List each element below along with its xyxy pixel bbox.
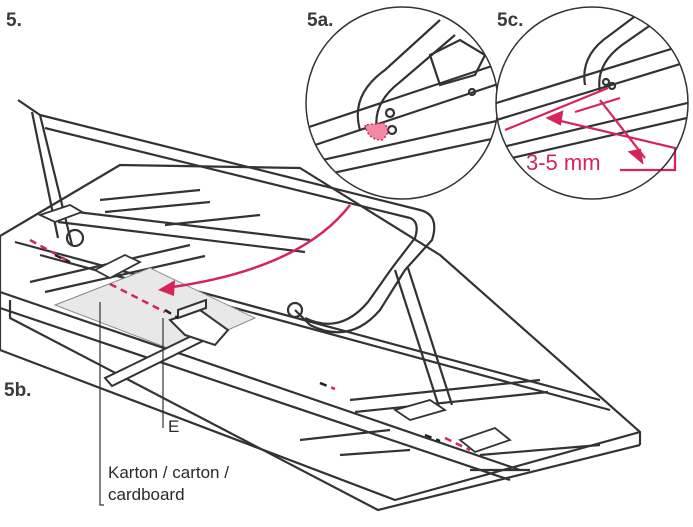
label-leader-lines [99,302,164,506]
detail-5a-circle [305,6,499,200]
step-5c-label: 5c. [497,10,524,31]
step-5-label: 5. [6,10,22,31]
part-e-label: E [168,417,180,436]
dimension-label: 3-5 mm [526,150,601,175]
table-frame [0,99,642,512]
detail-pointer-arrow [158,204,351,296]
detail-5c-circle [495,6,689,200]
cardboard-sheet [53,267,257,353]
cardboard-label-line1: Karton / carton / [108,463,229,482]
dimension-markers [504,86,677,172]
black-position-marks [54,253,441,443]
step-5a-label: 5a. [307,10,334,31]
frame-brackets [37,204,512,454]
cardboard-label-line2: cardboard [108,485,185,504]
step-5b-label: 5b. [4,380,32,401]
part-e-rod [103,298,230,388]
